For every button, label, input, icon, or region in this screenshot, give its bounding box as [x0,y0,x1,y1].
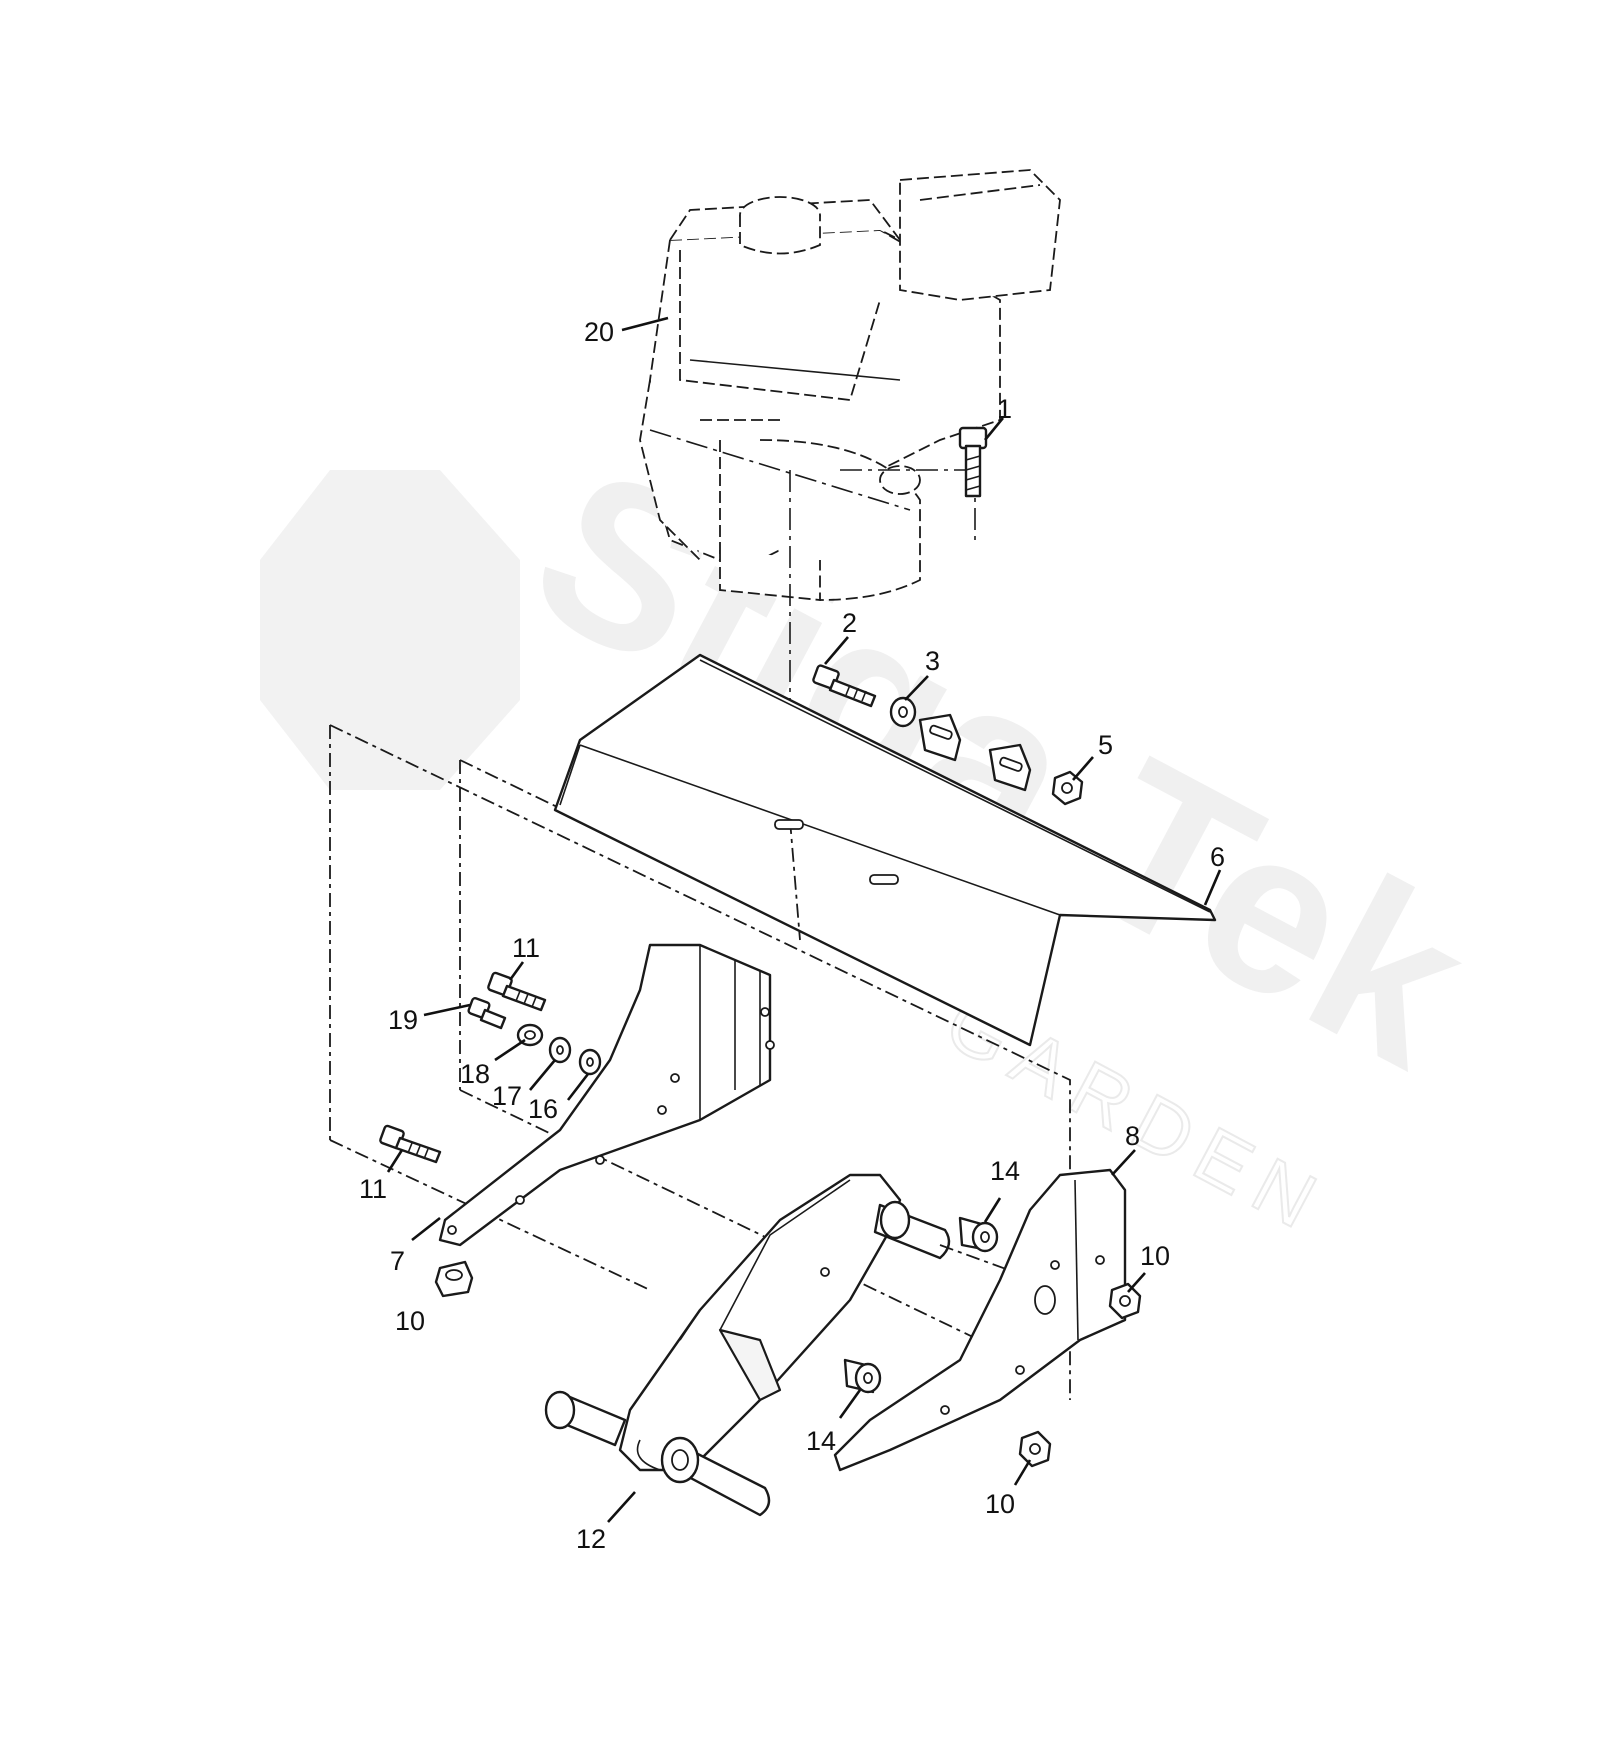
callout-12: 12 [576,1524,606,1554]
part-10-right-nut [1108,1282,1142,1320]
callout-10-left: 10 [395,1306,425,1336]
callout-7: 7 [390,1246,405,1276]
part-11-upper-bolt [487,971,547,1012]
callout-10-bottom: 10 [985,1489,1015,1519]
part-6-tine-shield [553,653,1217,1047]
callout-14-upper: 14 [990,1156,1020,1186]
part-5-nut [1051,770,1084,806]
part-11-lower-bolt [379,1124,442,1164]
part-2-bolt [812,664,877,708]
callout-2: 2 [842,608,857,638]
callout-11-upper: 11 [512,933,540,963]
callout-3: 3 [925,646,940,676]
part-16-washer [578,1048,602,1076]
part-1-bolt [958,426,988,498]
part-10-bottom-nut [1018,1430,1052,1468]
part-17-washer [548,1036,572,1064]
callout-10-right: 10 [1140,1241,1170,1271]
callout-17: 17 [492,1081,522,1111]
callout-11-lower: 11 [359,1174,387,1204]
callout-14-lower: 14 [806,1426,836,1456]
callout-labels: 20 1 2 3 5 6 11 19 18 17 16 11 7 10 8 14… [359,317,1225,1554]
part-14-lower-spacer [843,1358,882,1394]
engine-assembly [639,169,1061,840]
part-8-right-bracket [833,1168,1127,1472]
part-12-transmission [544,1173,1051,1517]
callout-6: 6 [1210,842,1225,872]
callout-8: 8 [1125,1121,1140,1151]
callout-16: 16 [528,1094,558,1124]
leader-lines [386,316,1222,1523]
callout-1: 1 [997,394,1012,424]
part-7-left-bracket [438,943,775,1247]
callout-18: 18 [460,1059,490,1089]
part-14-upper-spacer [958,1216,999,1253]
callout-19: 19 [388,1005,418,1035]
callout-5: 5 [1098,730,1113,760]
watermark-logo-icon [260,470,520,790]
part-3-washer [889,696,917,728]
part-19-bolt [467,997,507,1030]
part-10-left-nut [434,1260,474,1298]
callout-20: 20 [584,317,614,347]
